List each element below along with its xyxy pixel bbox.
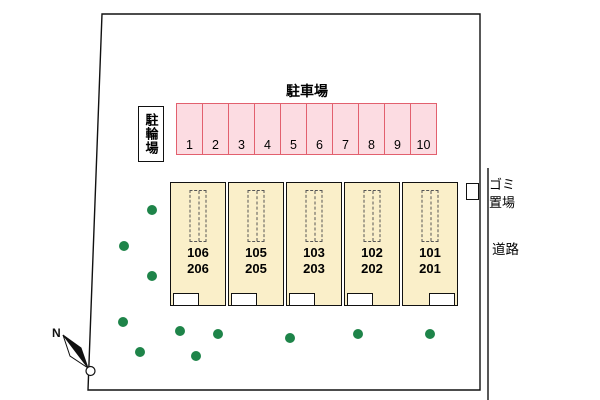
entrance-porch: [231, 293, 257, 306]
room-number-lower: 203: [303, 261, 325, 277]
building-unit: 102 202: [344, 182, 400, 306]
garbage-area-label: ゴミ 置場: [489, 176, 515, 211]
parking-stall: 5: [280, 103, 307, 155]
compass-icon: N: [52, 326, 96, 377]
garbage-label-line2: 置場: [489, 194, 516, 210]
room-numbers: 102 202: [345, 245, 399, 278]
room-number-lower: 206: [187, 261, 209, 277]
stall-number: 7: [342, 138, 349, 152]
entrance-porch: [289, 293, 315, 306]
entrance-porch: [347, 293, 373, 306]
parking-stall: 9: [384, 103, 411, 155]
tree-icon: [175, 326, 185, 336]
entrance-porch: [173, 293, 199, 306]
building-unit: 105 205: [228, 182, 284, 306]
room-number-upper: 102: [361, 245, 383, 260]
parking-stall: 2: [202, 103, 229, 155]
stairs-icon: [421, 190, 439, 242]
room-numbers: 103 203: [287, 245, 341, 278]
building-unit: 101 201: [402, 182, 458, 306]
parking-stall: 8: [358, 103, 385, 155]
parking-stall: 3: [228, 103, 255, 155]
tree-icon: [147, 271, 157, 281]
parking-area-label: 駐車場: [286, 83, 328, 99]
room-numbers: 105 205: [229, 245, 283, 278]
tree-icon: [119, 241, 129, 251]
parking-stall: 1: [176, 103, 203, 155]
tree-icon: [191, 351, 201, 361]
stall-number: 1: [186, 138, 193, 152]
room-numbers: 106 206: [171, 245, 225, 278]
bicycle-area: 駐輪場: [138, 106, 164, 162]
stall-number: 8: [368, 138, 375, 152]
tree-icon: [147, 205, 157, 215]
room-number-upper: 103: [303, 245, 325, 260]
building-unit: 103 203: [286, 182, 342, 306]
garbage-box: [466, 183, 479, 200]
stall-number: 3: [238, 138, 245, 152]
parking-stall: 6: [306, 103, 333, 155]
room-number-upper: 101: [419, 245, 441, 260]
parking-stall: 10: [410, 103, 437, 155]
stall-number: 4: [264, 138, 271, 152]
stall-number: 5: [290, 138, 297, 152]
tree-icon: [425, 329, 435, 339]
stall-number: 6: [316, 138, 323, 152]
tree-icon: [213, 329, 223, 339]
room-numbers: 101 201: [403, 245, 457, 278]
room-number-upper: 105: [245, 245, 267, 260]
stall-number: 2: [212, 138, 219, 152]
stairs-icon: [189, 190, 207, 242]
tree-icon: [118, 317, 128, 327]
stairs-icon: [363, 190, 381, 242]
tree-icon: [285, 333, 295, 343]
stairs-icon: [247, 190, 265, 242]
tree-icon: [135, 347, 145, 357]
stairs-icon: [305, 190, 323, 242]
stall-number: 10: [416, 138, 431, 152]
bicycle-area-label: 駐輪場: [143, 113, 159, 155]
room-number-lower: 201: [419, 261, 441, 277]
garbage-label-line1: ゴミ: [489, 177, 516, 192]
road-label: 道路: [492, 242, 519, 257]
tree-icon: [353, 329, 363, 339]
room-number-upper: 106: [187, 245, 209, 260]
room-number-lower: 202: [361, 261, 383, 277]
stall-number: 9: [394, 138, 401, 152]
entrance-porch: [429, 293, 455, 306]
parking-stall: 7: [332, 103, 359, 155]
compass-north-label: N: [52, 326, 61, 340]
room-number-lower: 205: [245, 261, 267, 277]
parking-stall: 4: [254, 103, 281, 155]
building-unit: 106 206: [170, 182, 226, 306]
